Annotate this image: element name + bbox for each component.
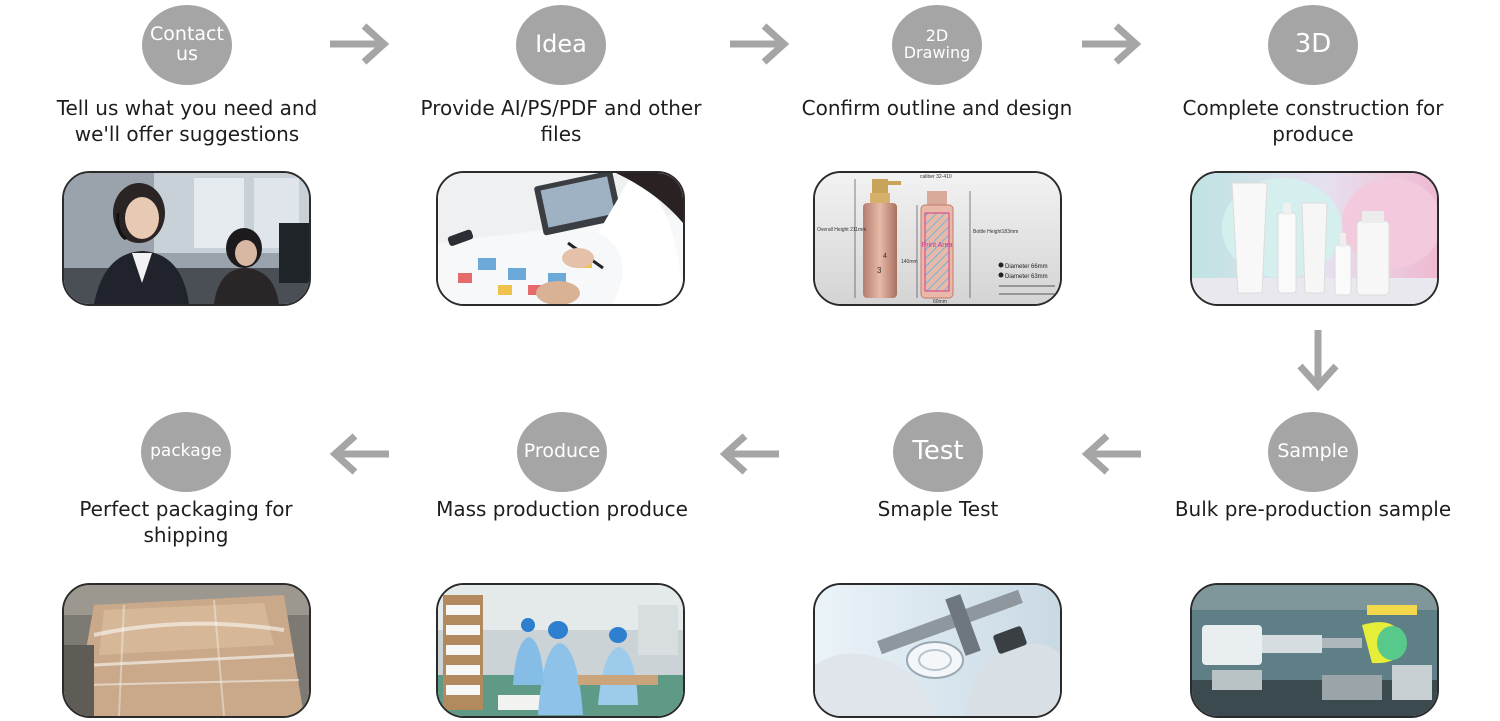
bottle-height-label: Bottle Height183mm	[973, 229, 1018, 235]
step-package: package Perfect packaging for shipping	[36, 412, 336, 718]
caliber-label: caliber 32-410	[920, 174, 952, 180]
dim-140-label: 140mm	[901, 259, 918, 265]
step-description: Smaple Test	[877, 497, 999, 521]
arrow-left-icon	[329, 433, 389, 475]
num-4-label: 4	[883, 253, 887, 260]
step-description: Perfect packaging for shipping	[79, 497, 293, 547]
diameter-1-label: Diameter 66mm	[1005, 264, 1048, 270]
step-badge: package	[141, 412, 231, 492]
num-3-label: 3	[877, 266, 882, 275]
step-badge: Sample	[1268, 412, 1358, 492]
caliper-measure-photo	[813, 583, 1062, 718]
dim-60-label: 60mm	[933, 299, 947, 304]
production-machine-photo	[1190, 583, 1439, 718]
step-sample: Sample Bulk pre-production sample	[1163, 412, 1463, 718]
customer-service-photo	[62, 171, 311, 306]
arrow-down-icon	[1297, 330, 1339, 392]
step-description: Mass production produce	[436, 497, 688, 521]
step-contact: Contact us Tell us what you need and we'…	[37, 5, 337, 306]
cosmetic-bottles-photo	[1190, 171, 1439, 306]
step-test: Test Smaple Test	[788, 412, 1088, 718]
arrow-left-icon	[719, 433, 779, 475]
step-description: Confirm outline and design	[801, 96, 1073, 120]
diameter-2-label: Diameter 63mm	[1005, 274, 1048, 280]
step-description: Tell us what you need and we'll offer su…	[56, 96, 318, 146]
step-3d: 3D Complete construction for produce	[1163, 5, 1463, 306]
step-produce: Produce Mass production produce	[412, 412, 712, 718]
arrow-right-icon	[730, 23, 790, 65]
step-description: Provide AI/PS/PDF and other files	[420, 96, 702, 146]
arrow-right-icon	[330, 23, 390, 65]
step-badge: Contact us	[142, 5, 232, 85]
wrapped-pallet-photo	[62, 583, 311, 718]
step-badge: Test	[893, 412, 983, 492]
overall-height-label: Overall Height 211mm	[817, 227, 866, 233]
arrow-left-icon	[1081, 433, 1141, 475]
step-badge: Produce	[517, 412, 607, 492]
factory-workers-photo	[436, 583, 685, 718]
technical-drawing-photo: Print Area caliber 32-410 Overall Height…	[813, 171, 1062, 306]
design-sketch-photo	[436, 171, 685, 306]
step-description: Complete construction for produce	[1182, 96, 1444, 146]
step-badge: Idea	[516, 5, 606, 85]
step-badge: 3D	[1268, 5, 1358, 85]
step-idea: Idea Provide AI/PS/PDF and other files	[411, 5, 711, 306]
step-badge: 2D Drawing	[892, 5, 982, 85]
step-description: Bulk pre-production sample	[1174, 497, 1452, 521]
step-2d-drawing: 2D Drawing Confirm outline and design Pr…	[787, 5, 1087, 306]
print-area-label: Print Area	[922, 242, 953, 249]
arrow-right-icon	[1082, 23, 1142, 65]
